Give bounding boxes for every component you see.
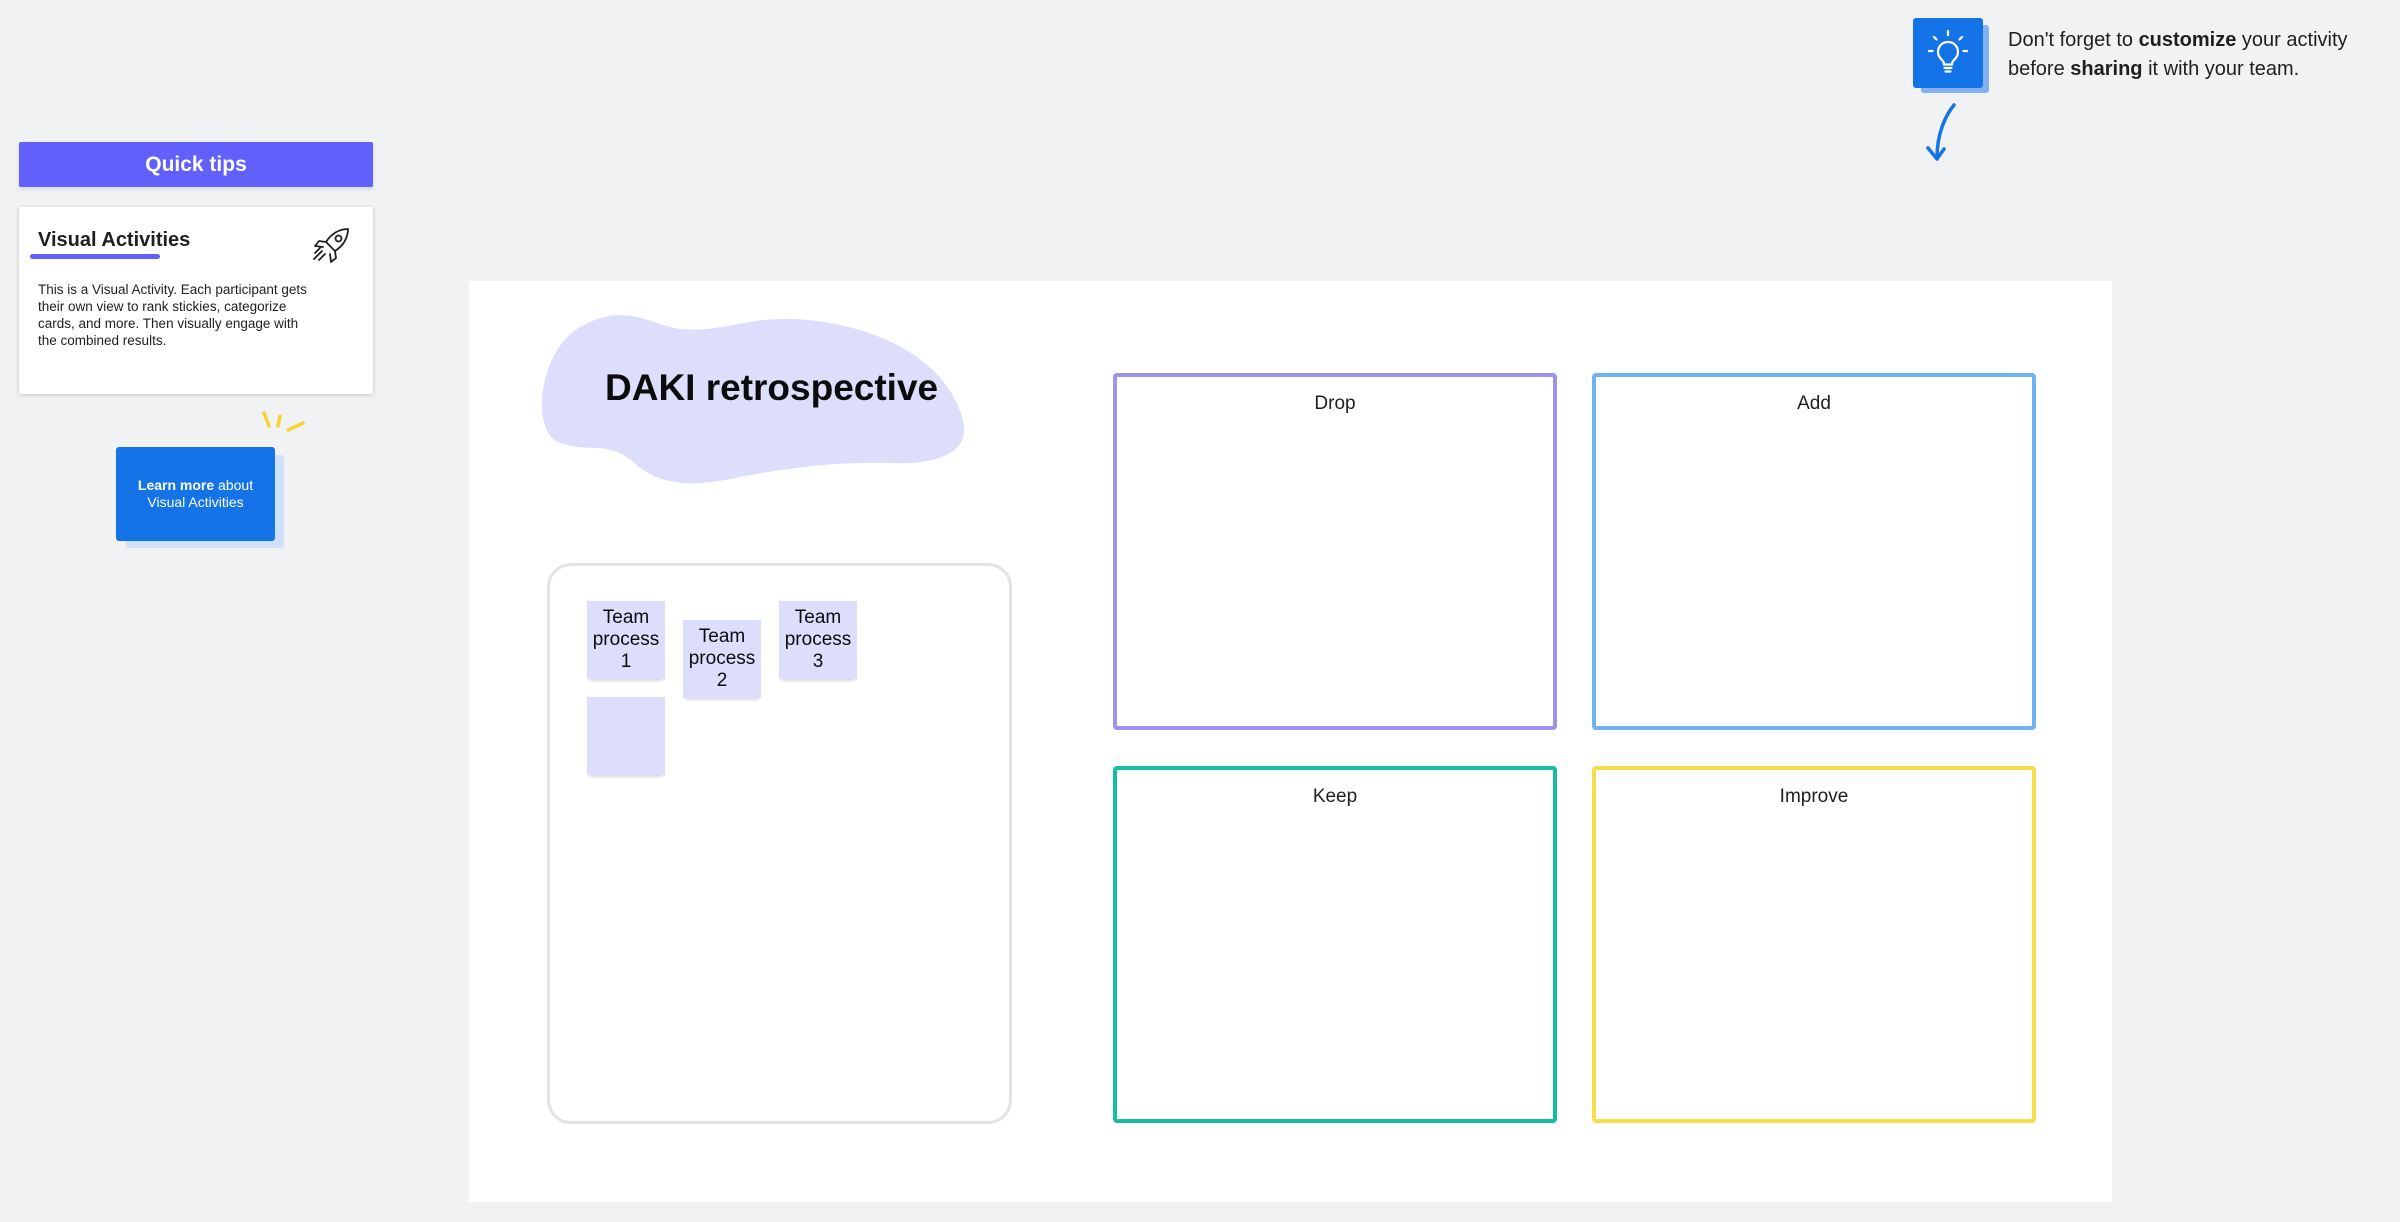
hint-text-2: your activity before bbox=[2008, 29, 2348, 80]
hint-text-3: it with your team. bbox=[2142, 58, 2300, 80]
quadrant-improve[interactable]: Improve bbox=[1592, 766, 2036, 1123]
lightbulb-icon bbox=[1927, 29, 1969, 73]
visual-activities-description: This is a Visual Activity. Each particip… bbox=[38, 282, 307, 348]
quadrant-add[interactable]: Add bbox=[1592, 373, 2036, 730]
learn-more-button[interactable]: Learn more about Visual Activities bbox=[116, 447, 275, 541]
quick-tips-header[interactable]: Quick tips bbox=[19, 142, 373, 187]
visual-activities-title: Visual Activities bbox=[38, 229, 191, 251]
quadrant-keep-label: Keep bbox=[1312, 786, 1358, 807]
learn-more-about: about bbox=[214, 477, 254, 493]
quadrant-keep[interactable]: Keep bbox=[1113, 766, 1557, 1123]
sparkle-icon bbox=[262, 411, 305, 432]
sticky-line: Team bbox=[794, 607, 842, 628]
hint-text-1: Don't forget to bbox=[2008, 29, 2139, 51]
rocket-icon bbox=[313, 228, 349, 263]
visual-activities-card: Visual Activities This is a Visual Activ… bbox=[19, 207, 373, 394]
title-underline bbox=[30, 254, 160, 259]
arrow-down-icon bbox=[1926, 103, 1956, 161]
sticky-line: 2 bbox=[716, 670, 728, 691]
hint-bold-sharing: sharing bbox=[2070, 58, 2143, 80]
hint-badge bbox=[1913, 18, 1983, 88]
quadrant-improve-label: Improve bbox=[1779, 786, 1849, 807]
quadrant-drop[interactable]: Drop bbox=[1113, 373, 1557, 730]
learn-more-bold: Learn more bbox=[137, 477, 215, 493]
sticky-note-empty[interactable] bbox=[587, 697, 665, 775]
sticky-line: 3 bbox=[812, 651, 824, 672]
sticky-line: Team bbox=[602, 607, 650, 628]
board-title[interactable]: DAKI retrospective bbox=[605, 367, 939, 408]
sticky-line: process bbox=[688, 648, 756, 669]
customize-hint: Don't forget to customize your activity … bbox=[2008, 26, 2388, 84]
quadrant-add-label: Add bbox=[1797, 393, 1831, 414]
sticky-card-area[interactable] bbox=[547, 563, 1012, 1124]
sticky-line: Team bbox=[698, 626, 746, 647]
learn-more-line2: Visual Activities bbox=[147, 494, 244, 510]
title-blob bbox=[541, 315, 965, 484]
quadrant-drop-label: Drop bbox=[1314, 393, 1356, 414]
hint-bold-customize: customize bbox=[2138, 29, 2237, 51]
sticky-line: 1 bbox=[620, 651, 632, 672]
sticky-line: process bbox=[592, 629, 660, 650]
sticky-line: process bbox=[784, 629, 852, 650]
